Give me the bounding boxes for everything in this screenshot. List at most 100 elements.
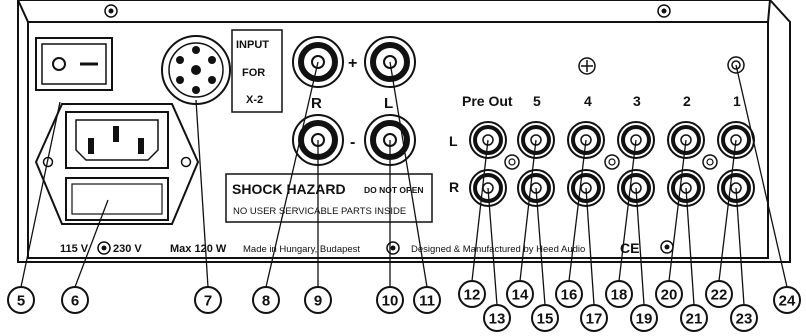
callout-number: 9 <box>314 293 322 310</box>
leader-lines <box>20 61 788 306</box>
callout-number: 12 <box>464 287 481 304</box>
plus-label: + <box>348 55 357 72</box>
leader-line-7 <box>195 99 209 288</box>
callout-24: 24 <box>773 286 801 314</box>
callout-21: 21 <box>680 304 708 332</box>
callout-15: 15 <box>531 304 559 332</box>
callout-number: 5 <box>17 293 25 310</box>
no-user-parts-text: NO USER SERVICABLE PARTS INSIDE <box>233 206 406 217</box>
callout-number: 18 <box>611 287 628 304</box>
callout-17: 17 <box>580 304 608 332</box>
leader-line-8 <box>265 61 319 288</box>
x2-label: X-2 <box>246 94 263 106</box>
designed-by-label: Designed & Manufactured by Heed Audio <box>411 244 585 255</box>
leader-line-24 <box>735 64 788 288</box>
rca-screw-icon-2 <box>604 154 620 170</box>
channel-1-label: 1 <box>733 93 741 109</box>
rca-screw-icon-3 <box>702 154 718 170</box>
callout-8: 8 <box>252 286 280 314</box>
leader-line-14 <box>519 139 537 282</box>
callout-number: 15 <box>537 311 554 328</box>
made-in-label: Made in Hungary, Budapest <box>243 244 360 255</box>
callout-number: 7 <box>204 293 212 310</box>
leader-line-11 <box>389 61 428 288</box>
max-power-label: Max 120 W <box>170 243 227 255</box>
callout-number: 21 <box>686 311 703 328</box>
callout-22: 22 <box>705 280 733 308</box>
callout-19: 19 <box>630 304 658 332</box>
ce-mark-label: CE <box>620 240 639 256</box>
callout-23: 23 <box>730 304 758 332</box>
row-r-label: R <box>449 179 459 195</box>
callout-16: 16 <box>555 280 583 308</box>
callout-number: 24 <box>779 293 796 310</box>
ground-symbol-icon <box>578 57 596 75</box>
leader-line-13 <box>487 187 498 306</box>
callout-13: 13 <box>483 304 511 332</box>
channel-4-label: 4 <box>584 93 592 109</box>
channel-3-label: 3 <box>633 93 641 109</box>
callout-12: 12 <box>458 280 486 308</box>
callout-number: 17 <box>586 311 603 328</box>
speaker-r-label: R <box>311 95 322 112</box>
do-not-open-text: DO NOT OPEN <box>364 185 424 195</box>
callout-number: 13 <box>489 311 506 328</box>
mains-socket <box>34 103 200 225</box>
callout-5: 5 <box>7 286 35 314</box>
callout-number: 22 <box>711 287 728 304</box>
callout-11: 11 <box>413 286 441 314</box>
input-label: INPUT <box>236 39 269 51</box>
din-input-connector: INPUT FOR X-2 <box>161 29 283 113</box>
voltage-selector-icon <box>97 241 111 255</box>
leader-line-16 <box>568 139 587 282</box>
callout-14: 14 <box>506 280 534 308</box>
callout-number: 11 <box>419 293 435 310</box>
leader-line-17 <box>585 187 595 306</box>
for-label: FOR <box>242 67 265 79</box>
callout-number: 6 <box>71 293 79 310</box>
callout-number: 10 <box>382 293 399 310</box>
speaker-l-label: L <box>384 95 393 112</box>
terminal-left-plus <box>364 36 416 88</box>
callout-9: 9 <box>304 286 332 314</box>
screw-top-left-icon <box>104 4 118 18</box>
voltage-115-label: 115 V <box>60 243 89 255</box>
power-switch <box>35 37 113 91</box>
leader-line-20 <box>668 139 687 282</box>
pre-out-label: Pre Out <box>462 93 513 109</box>
channel-5-label: 5 <box>533 93 541 109</box>
leader-line-6 <box>74 199 109 288</box>
speaker-terminals: + - R L <box>292 36 416 166</box>
callout-number: 16 <box>561 287 578 304</box>
callout-number: 20 <box>661 287 678 304</box>
callout-number: 14 <box>512 287 529 304</box>
callout-10: 10 <box>376 286 404 314</box>
leader-line-12 <box>471 139 489 282</box>
leader-line-18 <box>618 139 637 282</box>
callout-number: 8 <box>262 293 270 310</box>
callout-number: 19 <box>636 311 653 328</box>
terminal-left-minus <box>364 114 416 166</box>
voltage-230-label: 230 V <box>113 243 142 255</box>
callout-18: 18 <box>605 280 633 308</box>
callout-6: 6 <box>61 286 89 314</box>
callout-numbers: 5 6 7 8 9 10 11 12 13 14 15 16 17 18 19 20 21 22 23 24 <box>7 280 801 332</box>
leader-line-23 <box>735 187 745 306</box>
leader-line-5 <box>20 101 61 288</box>
bottom-right-screw-icon <box>660 240 674 254</box>
channel-2-label: 2 <box>683 93 691 109</box>
row-l-label: L <box>449 133 458 149</box>
leader-line-22 <box>718 139 737 282</box>
shock-hazard-label: SHOCK HAZARD DO NOT OPEN NO USER SERVICA… <box>225 173 433 223</box>
callout-number: 23 <box>736 311 753 328</box>
minus-label: - <box>350 134 355 151</box>
callout-7: 7 <box>194 286 222 314</box>
rca-header-labels: Pre Out 5 4 3 2 1 L R <box>449 93 741 195</box>
leader-line-21 <box>685 187 695 306</box>
callout-20: 20 <box>655 280 683 308</box>
bottom-screw-icon <box>386 241 400 255</box>
rca-screw-icon-1 <box>504 154 520 170</box>
leader-line-19 <box>635 187 645 306</box>
